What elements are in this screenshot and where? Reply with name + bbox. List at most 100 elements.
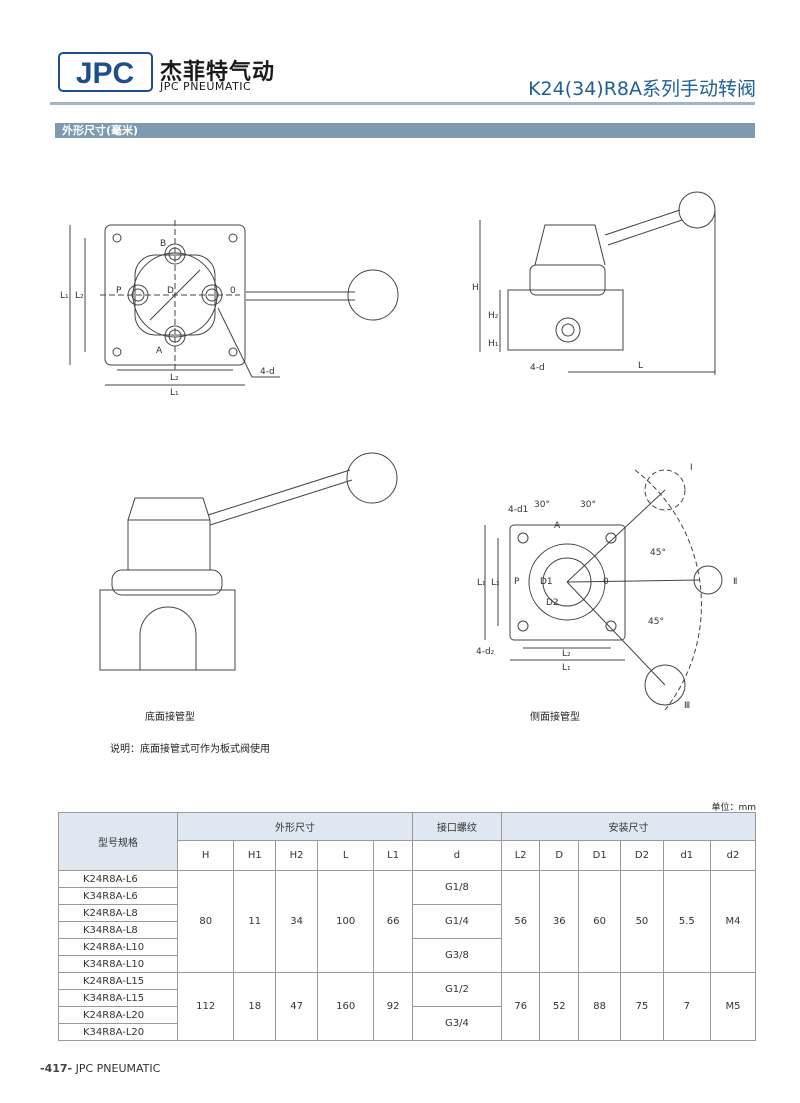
model-cell: K34R8A-L10 xyxy=(58,955,178,973)
col-header: d xyxy=(411,840,502,871)
thread-cell: G1/8 xyxy=(411,870,502,905)
label-h2: H₂ xyxy=(488,311,499,321)
label-d: D xyxy=(167,286,174,296)
col-header: D1 xyxy=(578,840,622,871)
brand-name-cn: 杰菲特气动 xyxy=(160,60,276,85)
value-cell: 60 xyxy=(578,870,622,973)
technical-drawings: B P 0 A D L₂ L₁ 4-d L₁ L₂ H H₂ H₁ L 4-d xyxy=(60,191,737,711)
col-header: L2 xyxy=(500,840,541,871)
model-cell: K24R8A-L8 xyxy=(58,904,178,922)
model-cell: K24R8A-L15 xyxy=(58,972,178,990)
model-cell: K34R8A-L20 xyxy=(58,1023,178,1041)
col-header: L xyxy=(316,840,375,871)
label-sp-l2: L₂ xyxy=(562,649,571,659)
top-view-drawing: B P 0 A D L₂ L₁ 4-d L₁ L₂ xyxy=(60,220,399,398)
value-cell: 66 xyxy=(373,870,413,973)
label-l1-vert: L₁ xyxy=(60,291,69,301)
col-header: L1 xyxy=(373,840,413,871)
label-pos-1: Ⅰ xyxy=(690,463,693,473)
label-4d1: 4-d1 xyxy=(508,505,528,515)
col-header: H1 xyxy=(233,840,277,871)
page-title: K24(34)R8A系列手动转阀 xyxy=(528,78,756,100)
label-sp-l1: L₁ xyxy=(562,663,571,673)
value-cell: 11 xyxy=(233,870,277,973)
logo-text: JPC xyxy=(76,57,134,90)
model-cell: K34R8A-L8 xyxy=(58,921,178,939)
label-l2: L₂ xyxy=(170,373,179,383)
footer-brand: JPC PNEUMATIC xyxy=(75,1062,161,1075)
col-header: H2 xyxy=(275,840,318,871)
table-row: K24R8A-L10 G3/8 xyxy=(58,938,756,973)
table-row: K24R8A-L6 80 11 34 100 66 G1/8 56 36 60 … xyxy=(58,870,756,973)
value-cell: 5.5 xyxy=(662,870,712,973)
side-port-drawing: 4-d1 30° 30° 45° 45° A P 0 D1 D2 L₁ L₂ L… xyxy=(476,463,737,711)
title-rule xyxy=(50,102,755,105)
label-l: L xyxy=(638,361,643,371)
label-h1: H₁ xyxy=(488,339,499,349)
value-cell: M5 xyxy=(710,972,756,1041)
header-dims: 外形尺寸 xyxy=(177,812,413,841)
label-l1: L₁ xyxy=(170,388,179,398)
label-p: P xyxy=(116,286,122,296)
value-cell: 88 xyxy=(578,972,622,1041)
label-4d: 4-d xyxy=(260,367,275,377)
label-pos-2: Ⅱ xyxy=(733,577,737,587)
value-cell: 47 xyxy=(275,972,318,1041)
label-l2-vert: L₂ xyxy=(75,291,84,301)
value-cell: 50 xyxy=(620,870,664,973)
col-header: D xyxy=(539,840,580,871)
brand-logo: JPC xyxy=(58,52,153,92)
caption-bottom-port: 底面接管型 xyxy=(145,712,195,723)
thread-cell: G1/4 xyxy=(411,904,502,939)
page-number: -417- xyxy=(40,1062,73,1075)
model-cell: K34R8A-L6 xyxy=(58,887,178,905)
value-cell: 56 xyxy=(500,870,541,973)
value-cell: 36 xyxy=(539,870,580,973)
thread-cell: G3/4 xyxy=(411,1006,502,1041)
value-cell: 92 xyxy=(373,972,413,1041)
label-sp-d1: D1 xyxy=(540,577,553,587)
unit-label: 单位：mm xyxy=(711,803,756,813)
value-cell: 75 xyxy=(620,972,664,1041)
label-h: H xyxy=(472,283,479,293)
value-cell: 112 xyxy=(176,972,235,1041)
value-cell: 18 xyxy=(233,972,277,1041)
value-cell: 100 xyxy=(316,870,375,973)
label-30-right: 30° xyxy=(580,500,596,510)
label-sp-l1-vert: L₁ xyxy=(477,578,486,588)
value-cell: 160 xyxy=(316,972,375,1041)
col-header: D2 xyxy=(620,840,664,871)
value-cell: 7 xyxy=(662,972,712,1041)
value-cell: 52 xyxy=(539,972,580,1041)
label-45-top: 45° xyxy=(650,548,666,558)
caption-side-port: 侧面接管型 xyxy=(530,712,580,723)
label-45-bottom: 45° xyxy=(648,617,664,627)
header-model: 型号规格 xyxy=(58,812,178,871)
spec-table: 型号规格 外形尺寸 接口螺纹 安装尺寸 H H1 H2 L L1 d L2 D … xyxy=(58,812,757,1041)
model-cell: K24R8A-L10 xyxy=(58,938,178,956)
model-cell: K24R8A-L20 xyxy=(58,1006,178,1024)
side-view-drawing: H H₂ H₁ L 4-d xyxy=(472,191,716,375)
label-30-left: 30° xyxy=(534,500,550,510)
label-sp-d2: D2 xyxy=(546,598,559,608)
value-cell: 76 xyxy=(500,972,541,1041)
col-header: H xyxy=(176,840,235,871)
value-cell: M4 xyxy=(710,870,756,973)
label-a: A xyxy=(156,346,163,356)
header-port: 接口螺纹 xyxy=(411,812,502,841)
thread-cell: G3/8 xyxy=(411,938,502,973)
label-sp-o: 0 xyxy=(603,577,609,587)
label-sp-a: A xyxy=(554,521,561,531)
table-row: K24R8A-L15 112 18 47 160 92 G1/2 76 52 8… xyxy=(58,972,756,1041)
label-side-4d: 4-d xyxy=(530,363,545,373)
section-title: 外形尺寸(毫米) xyxy=(62,124,139,137)
label-pos-3: Ⅲ xyxy=(684,701,690,711)
footer: -417- JPC PNEUMATIC xyxy=(40,1062,160,1075)
model-cell: K24R8A-L6 xyxy=(58,870,178,888)
col-header: d1 xyxy=(662,840,712,871)
header-mount: 安装尺寸 xyxy=(500,812,757,841)
model-cell: K34R8A-L15 xyxy=(58,989,178,1007)
label-o: 0 xyxy=(230,286,236,296)
value-cell: 80 xyxy=(176,870,235,973)
thread-cell: G1/2 xyxy=(411,972,502,1007)
